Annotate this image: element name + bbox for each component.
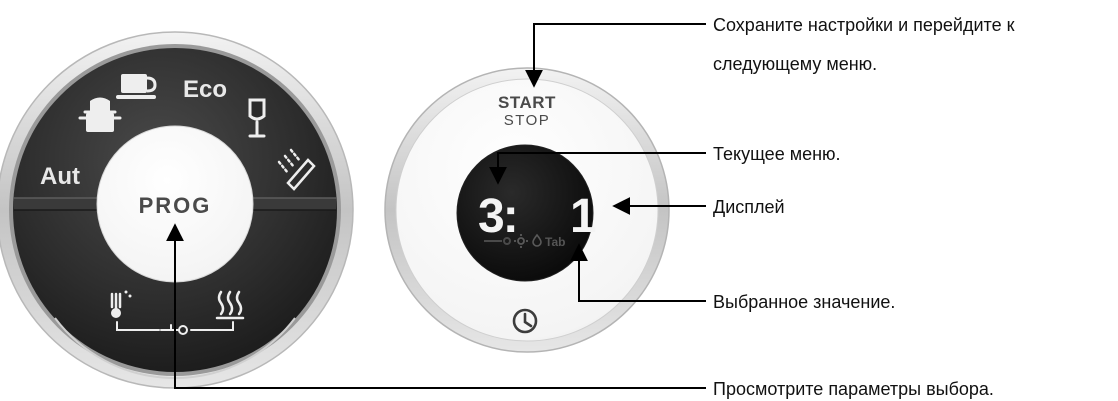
program-eco-label[interactable]: Eco (183, 76, 227, 103)
wine-glass-icon[interactable] (248, 98, 266, 138)
callout-display: Дисплей (713, 197, 785, 217)
thermometer-icon[interactable] (110, 290, 132, 319)
menu-digit: 3: (478, 190, 517, 243)
callout-line-view-options (166, 223, 706, 389)
heat-dry-icon[interactable] (215, 290, 245, 320)
callout-line-current-menu (489, 152, 706, 185)
callout-save-line2: следующему меню. (713, 54, 877, 74)
callout-line-selected-value (570, 243, 706, 302)
value-digit: 1 (570, 190, 597, 243)
coffee-cup-icon[interactable] (116, 74, 157, 99)
clock-icon[interactable] (512, 308, 538, 334)
salt-icon (514, 234, 528, 248)
prog-label: PROG (139, 193, 212, 218)
start-stop-dial[interactable]: START STOP 3: 1 Tab (384, 67, 670, 353)
drop-icon (532, 233, 542, 247)
rinse-aid-icon (484, 237, 511, 245)
tab-indicator: Tab (545, 235, 565, 249)
callout-line-save (525, 23, 706, 88)
start-label[interactable]: START (498, 93, 556, 112)
cookpot-icon[interactable] (78, 97, 122, 133)
spray-rinse-icon[interactable] (277, 148, 316, 191)
callout-save-line1: Сохраните настройки и перейдите к (713, 15, 1015, 35)
callout-selected-value: Выбранное значение. (713, 292, 895, 312)
callout-current-menu: Текущее меню. (713, 144, 841, 164)
program-auto-label[interactable]: Aut (40, 163, 80, 190)
prog-dial[interactable]: PROG Aut Eco (0, 31, 354, 389)
stop-label[interactable]: STOP (504, 112, 551, 129)
callout-view-options: Просмотрите параметры выбора. (713, 379, 994, 399)
